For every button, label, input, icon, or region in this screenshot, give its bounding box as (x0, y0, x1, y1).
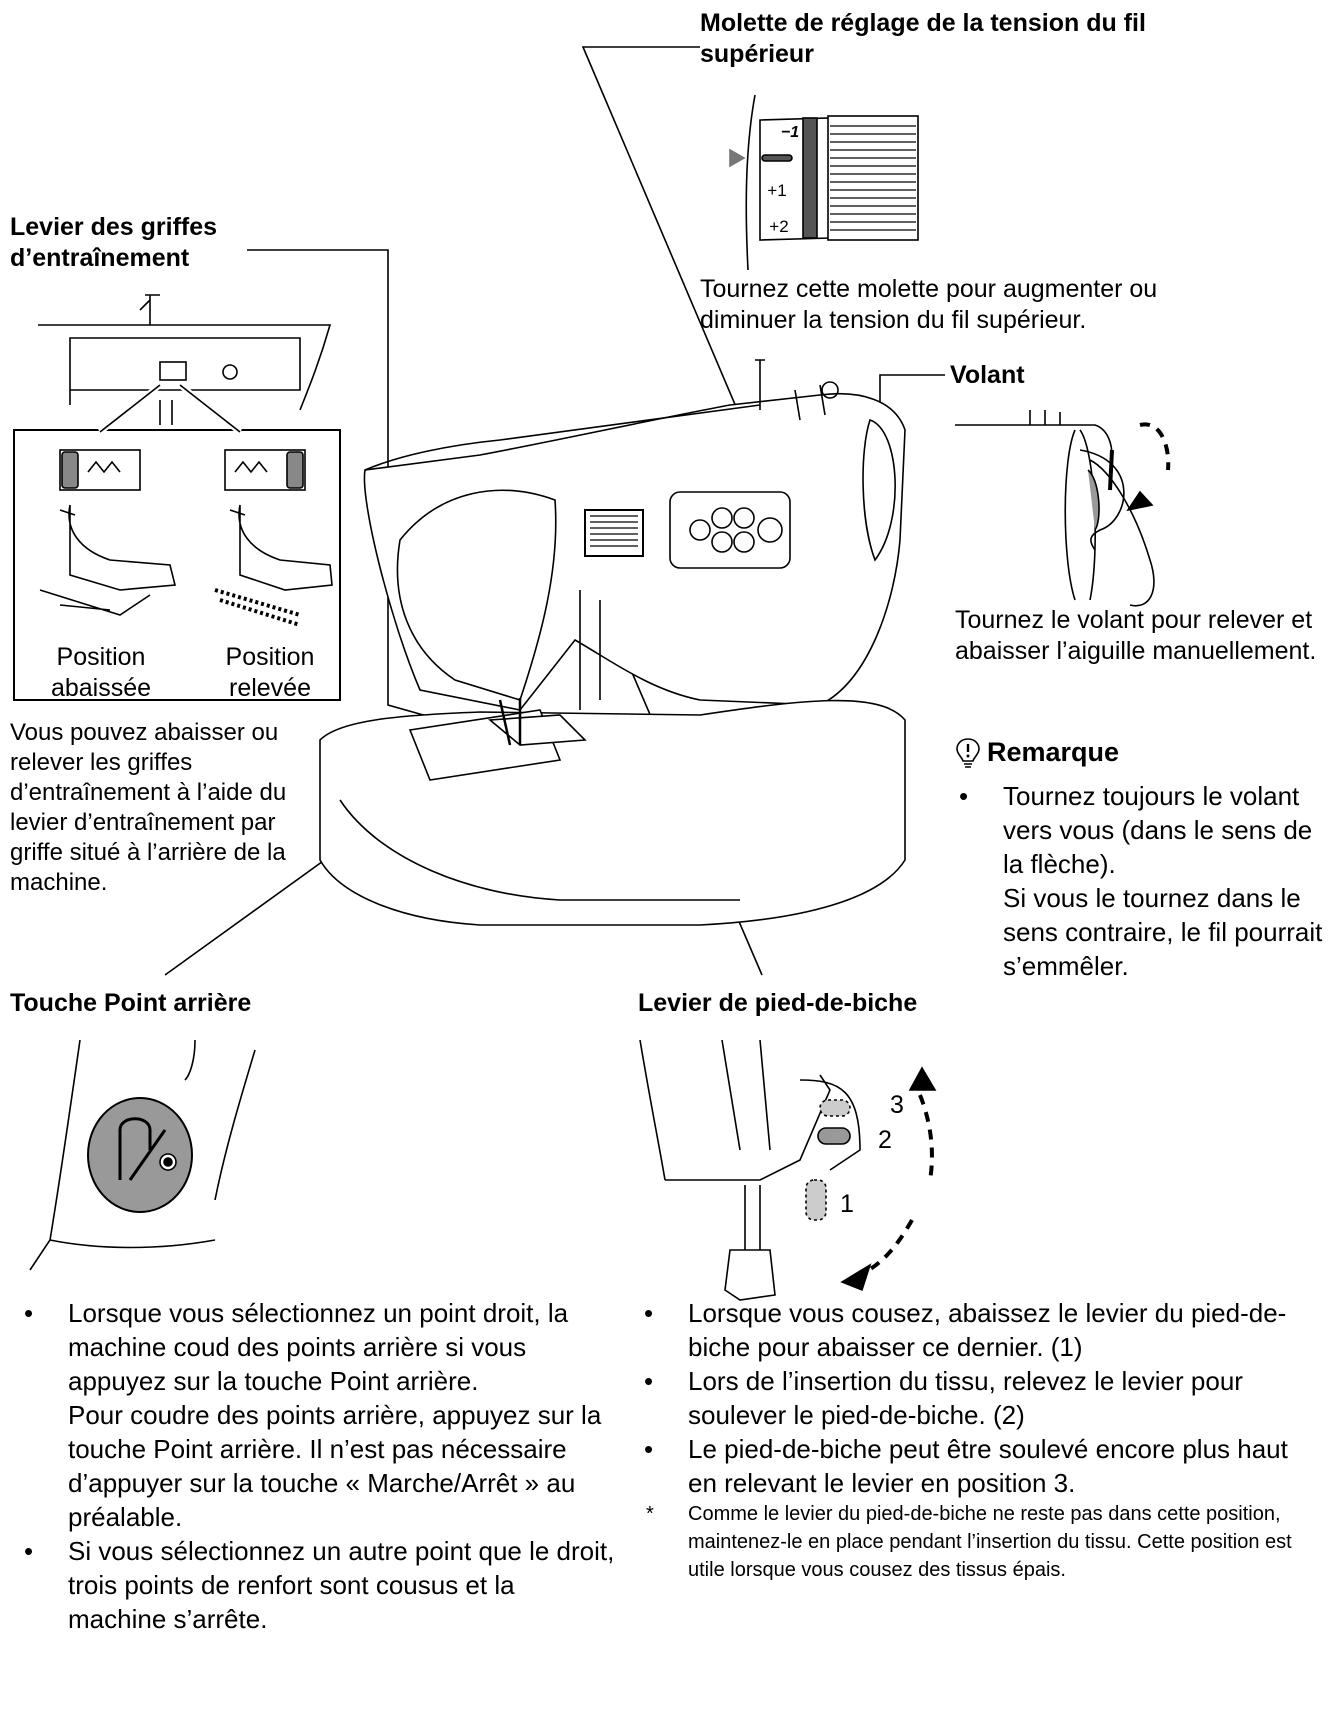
presser-bullets: Lorsque vous cousez, abaissez le levier … (640, 1296, 1300, 1584)
presser-item: Lorsque vous cousez, abaissez le levier … (640, 1296, 1300, 1364)
position-down-line-1: Position (56, 643, 146, 671)
label-feed-dog-lever: Levier des griffes d’entraînement (10, 213, 218, 272)
dial-mark-plus1: +1 (767, 181, 786, 200)
handwheel-drawing (955, 410, 1171, 607)
presser-foot-drawing (639, 1039, 937, 1301)
presser-position-3: 3 (890, 1091, 904, 1119)
tension-leader-line (581, 46, 766, 476)
remark-section: Remarque Tournez toujours le volant vers… (955, 735, 1330, 983)
presser-list: Lorsque vous cousez, abaissez le levier … (640, 1296, 1300, 1500)
reverse-bullets: Lorsque vous sélectionnez un point droit… (20, 1296, 620, 1636)
tension-dial-drawing (729, 94, 919, 271)
presser-item-3: Le pied-de-biche peut être soulevé encor… (688, 1434, 1288, 1498)
feed-dog-drawing (13, 294, 341, 701)
dial-mark-plus2: +2 (769, 217, 788, 236)
reverse-item-1: Lorsque vous sélectionnez un point droit… (68, 1298, 569, 1396)
label-presser-foot-lever: Levier de pied-de-biche (638, 989, 918, 1017)
feed-dog-caption: Vous pouvez abaisser ou relever les grif… (10, 719, 287, 896)
presser-item-1: Lorsque vous cousez, abaissez le levier … (688, 1298, 1287, 1362)
remark-title: Remarque (987, 737, 1120, 767)
presser-item: Lors de l’insertion du tissu, relevez le… (640, 1364, 1300, 1432)
reverse-button-drawing (29, 1039, 256, 1271)
lightbulb-icon (956, 738, 980, 768)
footnote-star: * (646, 1503, 654, 1525)
presser-item: Le pied-de-biche peut être soulevé encor… (640, 1432, 1300, 1500)
sewing-machine-drawing (319, 359, 906, 926)
presser-position-1: 1 (840, 1190, 854, 1218)
footnote-text: Comme le levier du pied-de-biche ne rest… (688, 1503, 1292, 1581)
tension-dial-caption: Tournez cette molette pour augmenter ou … (700, 275, 1158, 334)
reverse-item-2: Si vous sélectionnez un autre point que … (68, 1536, 615, 1634)
remark-header: Remarque (955, 735, 1330, 771)
reverse-item: Lorsque vous sélectionnez un point droit… (20, 1296, 620, 1534)
position-up-line-1: Position (225, 643, 315, 671)
label-handwheel: Volant (950, 361, 1025, 389)
remark-list: Tournez toujours le volant vers vous (da… (955, 779, 1330, 983)
remark-item-cont: Si vous le tournez dans le sens contrair… (1003, 882, 1323, 981)
reverse-list: Lorsque vous sélectionnez un point droit… (20, 1296, 620, 1636)
handwheel-caption: Tournez le volant pour relever et abaiss… (955, 606, 1317, 665)
position-down-line-2: abaissée (50, 674, 152, 702)
presser-footnote: * Comme le levier du pied-de-biche ne re… (640, 1500, 1300, 1584)
feed-dog-position-up: Position relevée (195, 642, 345, 704)
label-reverse-button: Touche Point arrière (10, 989, 252, 1017)
remark-item-text: Tournez toujours le volant vers vous (da… (1003, 780, 1313, 879)
reverse-item: Si vous sélectionnez un autre point que … (20, 1534, 620, 1636)
position-up-line-2: relevée (229, 674, 311, 702)
dial-mark-minus1: −1 (781, 124, 799, 141)
feed-dog-position-down: Position abaissée (26, 642, 176, 704)
presser-item-2: Lors de l’insertion du tissu, relevez le… (688, 1366, 1243, 1430)
remark-item: Tournez toujours le volant vers vous (da… (955, 779, 1330, 983)
reverse-item-1-cont: Pour coudre des points arrière, appuyez … (68, 1400, 602, 1532)
label-tension-dial: Molette de réglage de la tension du fil … (700, 9, 1146, 68)
presser-position-2: 2 (878, 1126, 892, 1154)
